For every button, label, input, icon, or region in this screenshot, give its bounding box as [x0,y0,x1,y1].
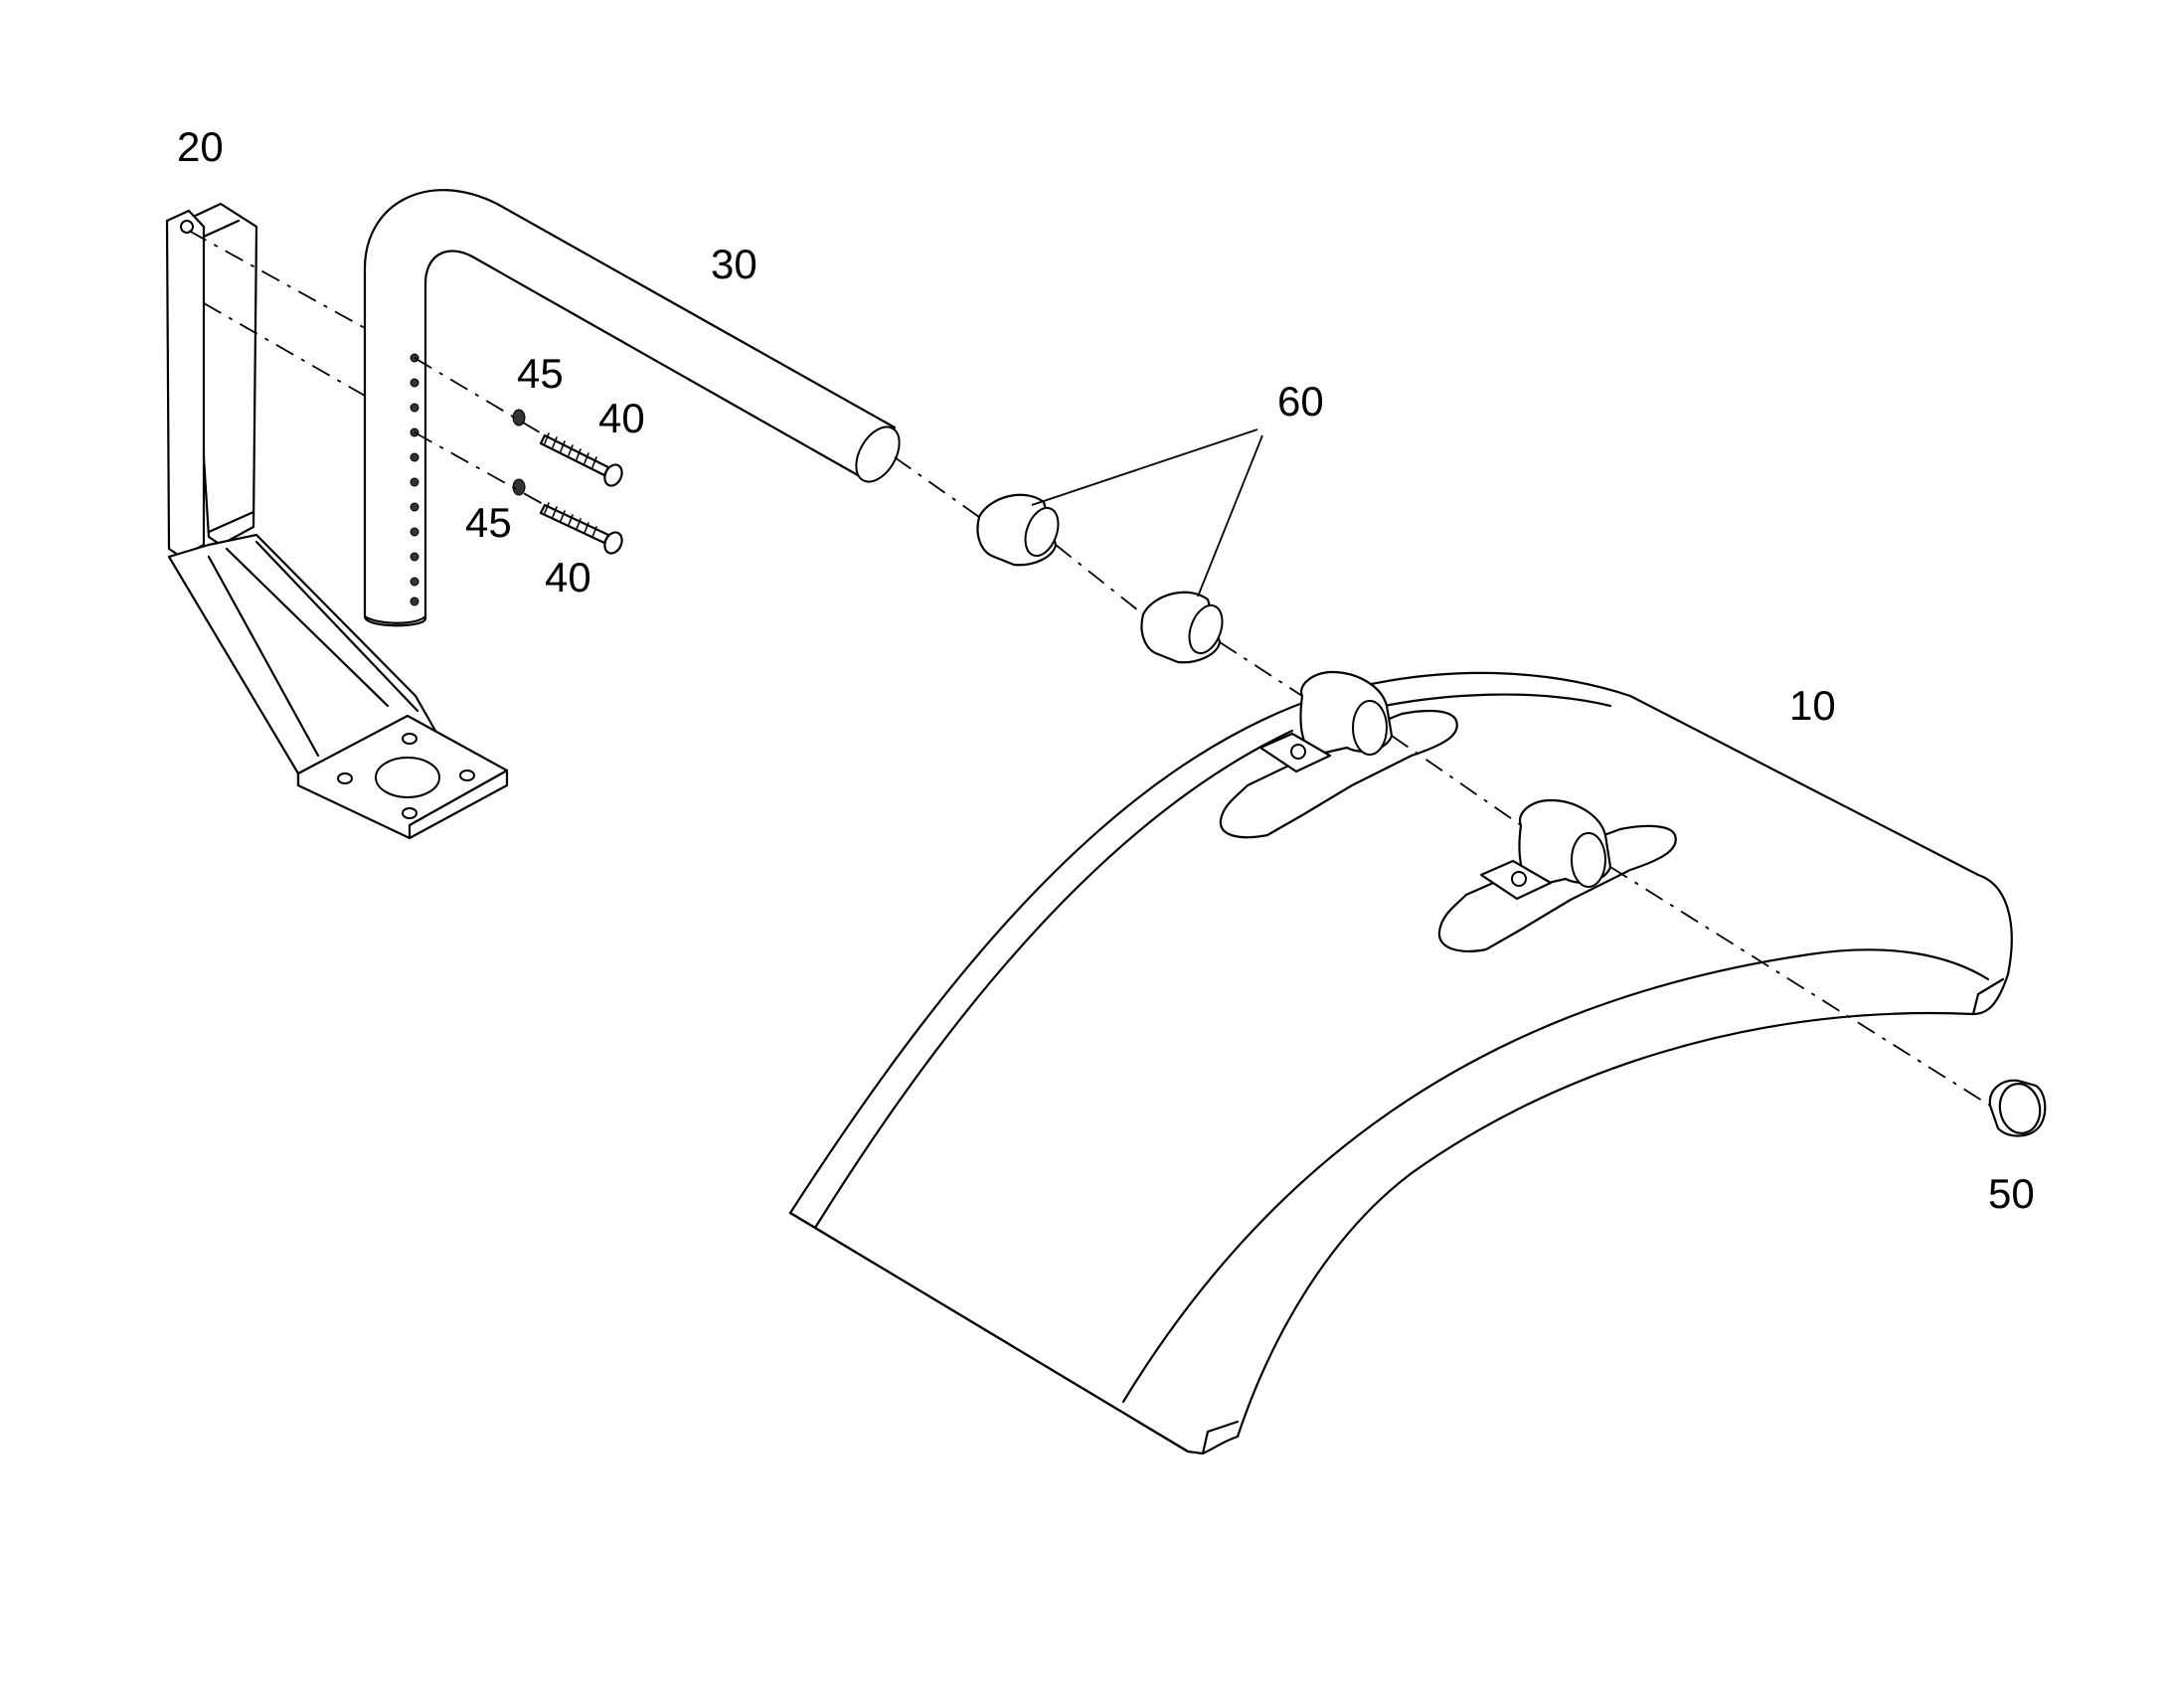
tube-hole [410,403,419,413]
clamp-front-bore [1352,700,1388,756]
bushing-upper-end [1024,506,1060,558]
fender-body [788,671,2013,1455]
label-40-upper: 40 [598,395,645,441]
centerline-upper-bracket [188,230,366,329]
bracket-channel-edge [202,219,241,239]
bushing-lower-part-60 [1140,591,1224,664]
screw-lower-part-40 [539,502,623,555]
clamp-front-foot [1219,709,1458,839]
fender-front-curl [1201,1420,1240,1455]
washer-upper [512,409,526,427]
bracket-base-hole-4 [402,807,418,819]
screw-lower-head [603,531,623,555]
leader-60-lower [1197,434,1263,598]
tube-hole [410,597,419,606]
centerline-screw-lower [414,431,546,506]
screw-lower-thread [544,502,597,538]
tube-hole [410,577,419,587]
assembly-centerlines [188,230,1991,1107]
bracket-channel-back [187,202,258,547]
reference-numerals: 20 30 45 40 45 40 60 10 50 [177,123,2035,1217]
fender-rear-curl [1971,977,2005,1016]
fender-edge-front-line [788,1211,1190,1453]
label-45-upper: 45 [517,350,564,397]
mounting-bracket-part-20 [165,202,509,840]
bracket-brace-inner-1 [207,555,320,758]
bracket-brace-inner-3 [254,540,419,713]
label-30: 30 [711,241,757,287]
end-cap-face [1998,1083,2042,1134]
tube-open-end [855,426,901,483]
bracket-base-center-hole [375,757,440,798]
end-cap-part-50 [1988,1079,2047,1137]
leader-60-upper [1031,428,1258,506]
screw-upper-shank [539,433,610,477]
clamp-rear-screw [1511,871,1527,887]
bushing-lower-end [1188,603,1224,655]
centerline-tube-axis [894,456,1991,1107]
tube-hole [410,502,419,512]
label-50: 50 [1988,1170,2035,1217]
tube-bottom-end [363,614,427,624]
clamp-front-screw [1290,744,1306,760]
fender-part-10 [788,671,2013,1455]
label-20: 20 [177,123,224,170]
clamp-rear-foot [1437,824,1677,952]
label-40-lower: 40 [545,554,591,600]
bushing-upper-part-60 [976,493,1060,567]
leader-lines [1031,428,1263,598]
tube-hole [410,527,419,537]
clamp-rear-bore [1571,832,1606,888]
bracket-channel-front [165,209,206,559]
tube-hole [410,552,419,562]
screw-upper-part-40 [539,432,623,487]
support-tube-part-30 [363,189,901,627]
bracket-base-hole-3 [459,769,475,781]
label-10: 10 [1789,682,1836,729]
screw-upper-head [603,463,623,487]
screw-upper-thread [544,432,597,468]
tube-hole [410,477,419,487]
fender-inner-edge-right [1121,948,1990,1404]
washer-upper-part-45 [512,409,526,427]
centerline-screw-upper [414,357,546,436]
washer-lower-part-45 [512,478,526,496]
bracket-base-hole-2 [402,733,418,745]
bracket-channel-edge-2 [207,510,255,534]
bracket-base-plate-edge [296,769,509,840]
tube-hole [410,378,419,388]
bracket-top-hole [180,220,194,234]
centerline-lower-bracket [203,302,366,397]
label-45-lower: 45 [465,499,512,546]
washer-lower [512,478,526,496]
fender-inner-edge-left [813,729,1294,1230]
tube-hole [410,452,419,462]
bracket-brace-inner-2 [225,547,390,708]
bracket-base-hole-1 [337,772,353,784]
screw-lower-shank [539,503,610,545]
label-60: 60 [1277,378,1324,425]
